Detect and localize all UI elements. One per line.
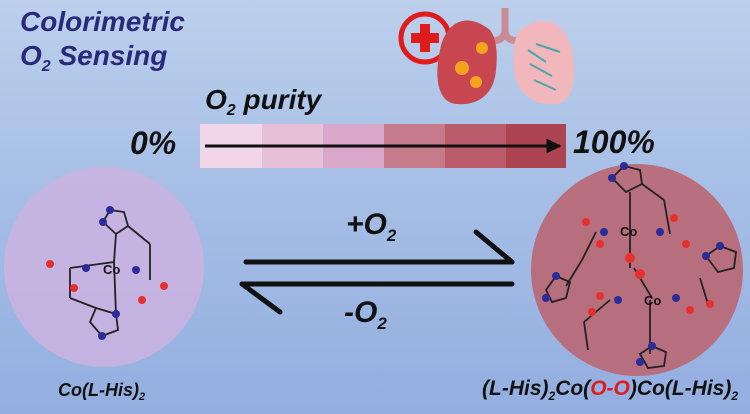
title-line2: O2 Sensing <box>20 40 168 75</box>
reverse-arrow-barb <box>239 281 283 315</box>
reverse-label: -O2 <box>344 296 387 333</box>
right-complex-metal-bottom: Co <box>644 293 661 308</box>
title-text-line1: Colorimetric <box>20 6 185 37</box>
left-complex-circle <box>4 167 204 367</box>
forward-arrow-barb <box>473 229 515 265</box>
lungs-icon <box>437 8 575 105</box>
purity-label: O2 purity <box>205 84 322 119</box>
right-complex-metal-top: Co <box>620 224 637 239</box>
equilibrium-arrows <box>239 229 515 315</box>
right-complex-atoms <box>542 162 724 366</box>
left-complex-name: Co(L-His)2 <box>58 380 146 403</box>
left-complex-metal: Co <box>103 262 120 277</box>
left-complex-atoms <box>46 206 168 340</box>
forward-label: +O2 <box>346 208 397 245</box>
purity-start-label: 0% <box>130 125 177 161</box>
right-complex-name: (L-His)2Co(O-O)Co(L-His)2 <box>482 377 739 403</box>
title-line1: Colorimetric <box>20 6 185 38</box>
purity-gradient-bar <box>200 124 566 168</box>
purity-end-label: 100% <box>573 124 655 160</box>
